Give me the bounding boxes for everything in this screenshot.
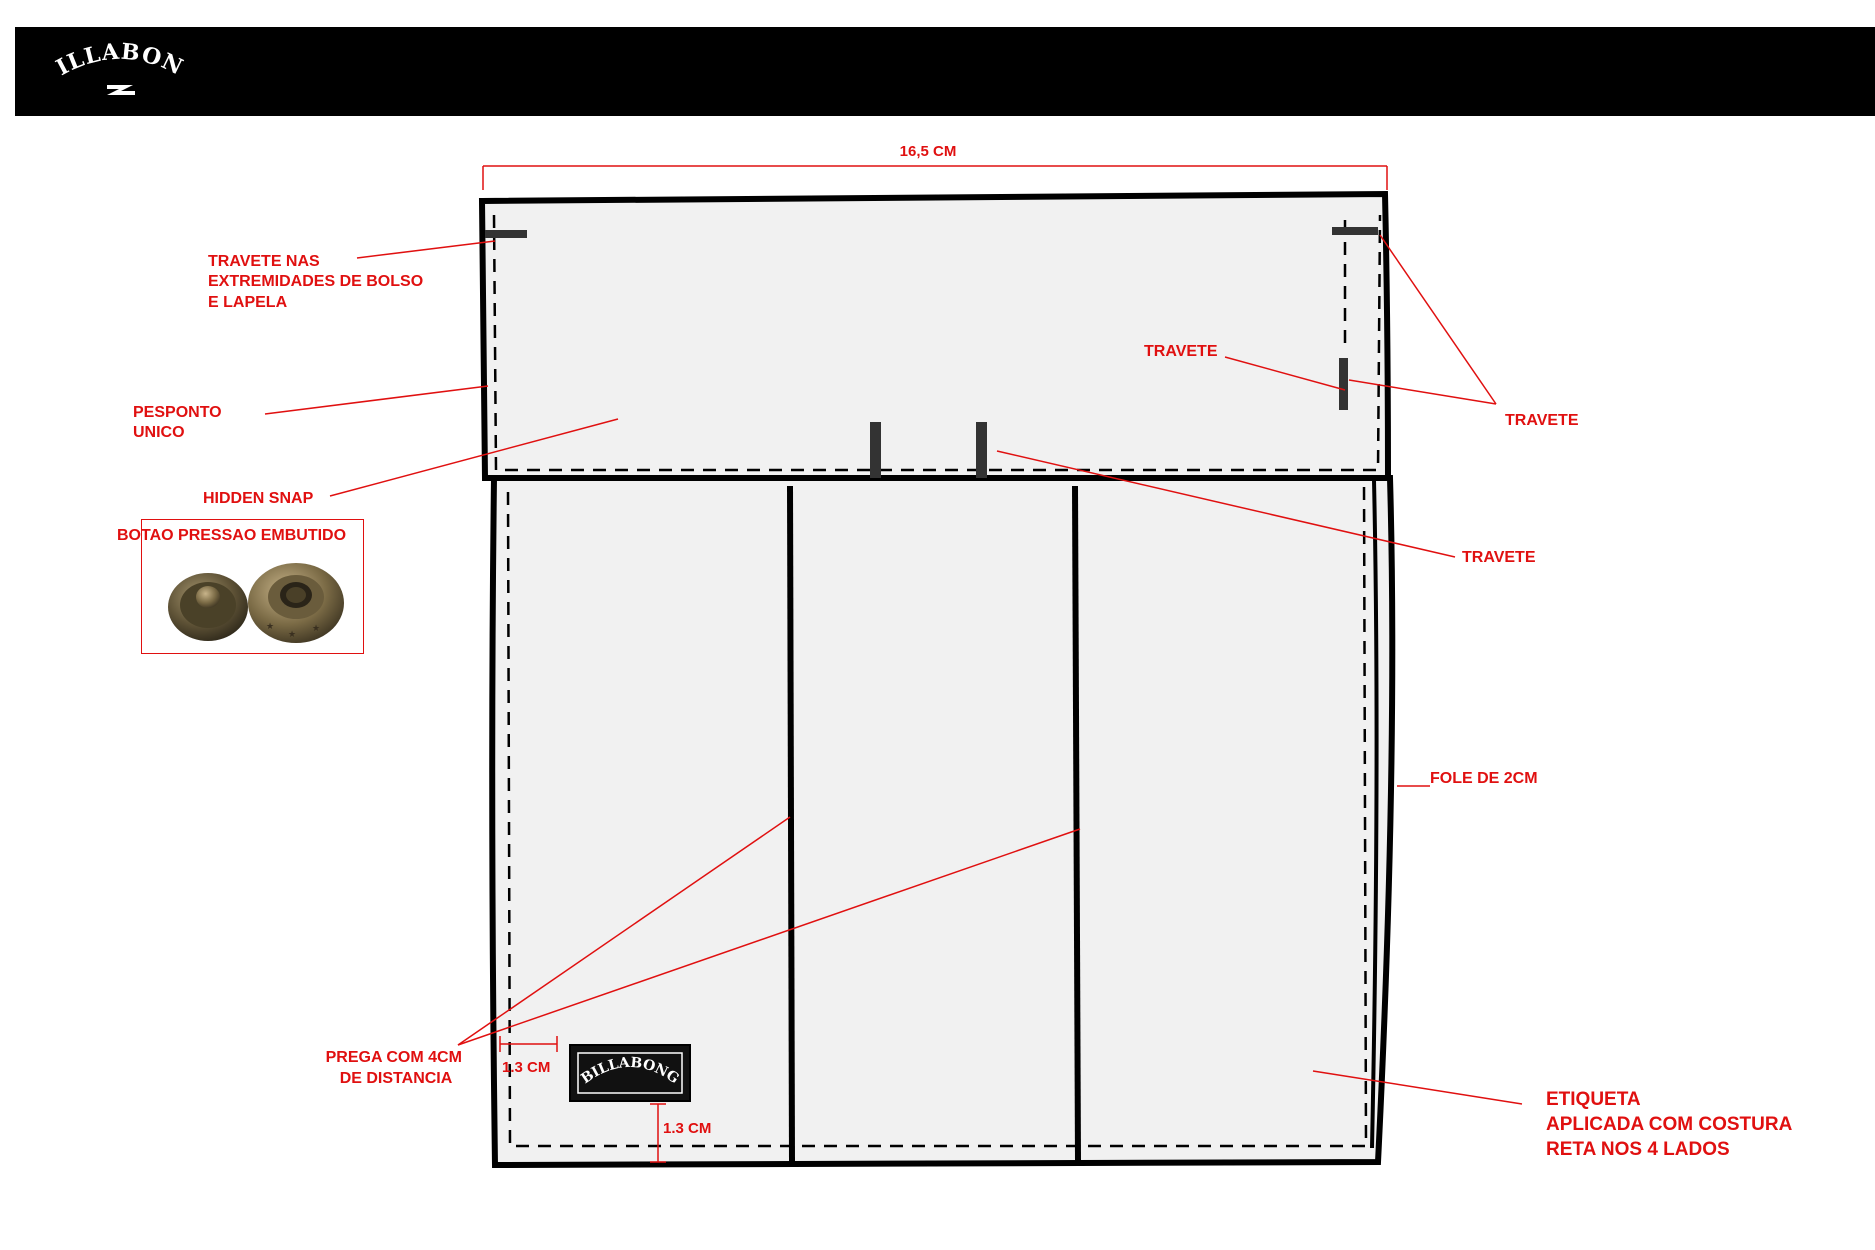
label-margin-left — [499, 1036, 558, 1052]
header-bar: BILLABONG — [15, 27, 1875, 116]
snap-button-photo: ★ ★ ★ — [168, 563, 344, 643]
annotation-pesponto: PESPONTO UNICO — [133, 404, 226, 441]
bartack-flap-right-vertical — [1339, 358, 1348, 410]
bartack-flap-left — [485, 230, 527, 238]
label-patch-border — [577, 1052, 683, 1094]
bartack-flap-right-top — [1332, 227, 1378, 235]
snap-button-callout — [141, 519, 364, 654]
annotation-hidden-snap: HIDDEN SNAP — [203, 490, 314, 507]
annotation-fole: FOLE DE 2CM — [1430, 770, 1538, 787]
annotation-prega: PREGA COM 4CM DE DISTANCIA — [326, 1049, 467, 1087]
label-margin-bottom-value: 1.3 CM — [663, 1120, 711, 1137]
pocket-flap — [478, 190, 1392, 481]
bartack-pleat-right — [976, 422, 987, 478]
pleat-left — [787, 485, 795, 1163]
body-stitching — [506, 481, 1368, 1148]
annotation-travete-1: TRAVETE — [1144, 343, 1218, 360]
svg-text:★: ★ — [266, 622, 274, 632]
width-dimension-label: 16,5 CM — [900, 143, 957, 160]
annotation-etiqueta: ETIQUETA APLICADA COM COSTURA RETA NOS 4… — [1546, 1089, 1797, 1160]
billabong-logo: BILLABONG — [45, 41, 187, 95]
svg-text:★: ★ — [312, 624, 320, 634]
snap-stud-icon — [168, 573, 248, 641]
label-patch — [569, 1044, 691, 1102]
pleat-right — [1072, 485, 1081, 1163]
svg-text:★: ★ — [288, 630, 296, 640]
label-margin-left-value: 1.3 CM — [502, 1059, 550, 1076]
label-margin-bottom — [650, 1103, 666, 1163]
annotation-travete-extremidades: TRAVETE NAS EXTREMIDADES DE BOLSO E LAPE… — [208, 253, 428, 311]
annotation-travete-2: TRAVETE — [1505, 412, 1579, 429]
snap-button-title: BOTAO PRESSAO EMBUTIDO — [117, 527, 347, 544]
bartack-pleat-left — [870, 422, 881, 478]
snap-socket-icon: ★ ★ ★ — [248, 563, 344, 643]
flap-stitching — [492, 214, 1382, 472]
gusset-line — [1370, 479, 1379, 1149]
width-dimension — [482, 165, 1388, 190]
leader-lines — [264, 234, 1523, 1105]
pocket-body — [489, 475, 1396, 1169]
annotation-travete-3: TRAVETE — [1462, 549, 1536, 566]
